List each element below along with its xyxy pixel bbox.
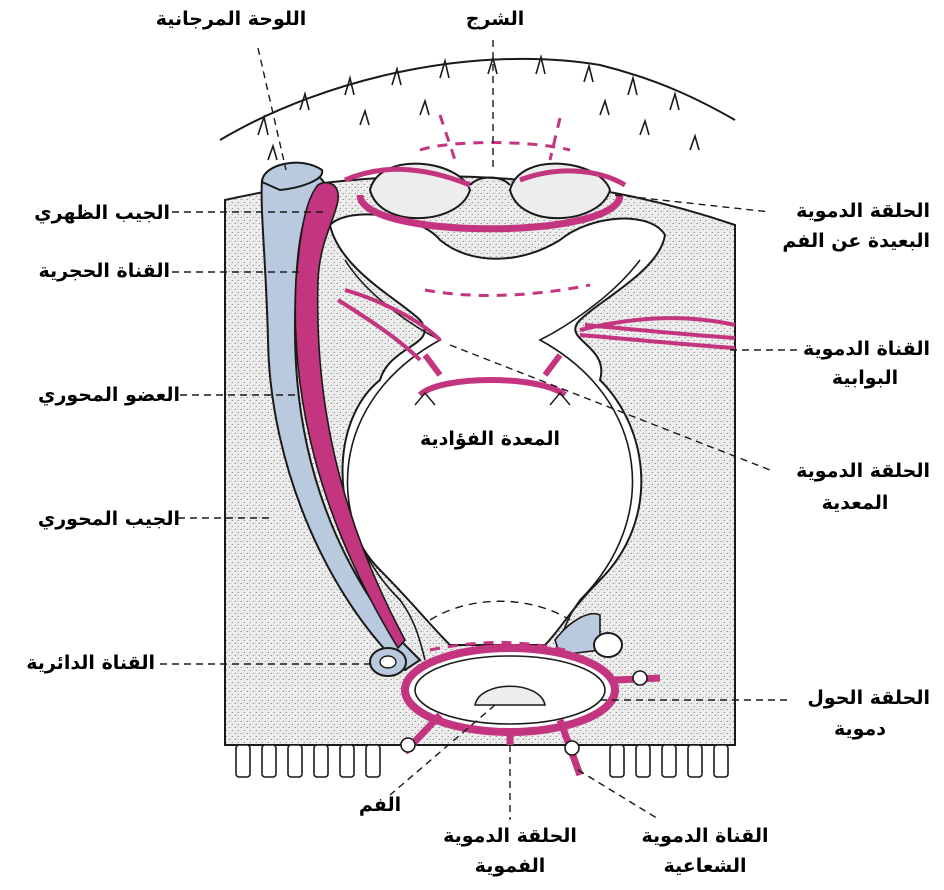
label-aboral-ring-1: الحلقة الدموية: [796, 200, 930, 222]
label-radial-vessel-2: الشعاعية: [663, 855, 747, 877]
label-mouth: الفم: [358, 794, 402, 816]
label-gastric-vessel-1: القناة الدموية: [803, 338, 930, 360]
perioral-hemal-ring: [401, 644, 619, 736]
label-hinge: الشرج: [465, 8, 525, 30]
dashed-vessels: [419, 114, 591, 652]
label-axial-sinus: الجيب المحوري: [37, 508, 180, 530]
label-madreporite: اللوحة المرجانية: [155, 8, 307, 30]
label-perioral-ring-2: دموية: [833, 718, 887, 740]
label-gastric-ring-2: المعدية: [821, 492, 889, 514]
label-perioral-ring-1: الحلقة الحول: [807, 687, 930, 709]
label-axial-organ: العضو المحوري: [38, 384, 180, 406]
aboral-hemal-ring: [344, 162, 627, 233]
label-cardiac-stomach: المعدة الفؤادية: [419, 428, 561, 450]
tube-feet: [235, 744, 729, 778]
axial-organ-magenta: [294, 181, 406, 650]
madreporite-plate: [260, 161, 324, 192]
label-stone-canal: القناة الحجرية: [38, 260, 170, 282]
aboral-surface: [219, 57, 736, 141]
label-oral-ring-1: الحلقة الدموية: [443, 825, 577, 847]
label-gastric-ring-1: الحلقة الدموية: [796, 460, 930, 482]
spines: [257, 53, 700, 161]
label-dorsal-sac: الجيب الظهري: [34, 202, 170, 224]
label-ring-canal: القناة الدائرية: [26, 652, 155, 674]
gastric-hemal-ring: [417, 353, 567, 398]
label-oral-ring-2: الفموية: [474, 855, 546, 877]
label-gastric-vessel-2: البوابية: [831, 367, 899, 389]
cardiac-stomach-cavity: [328, 213, 667, 646]
leader-lines: [160, 40, 800, 821]
label-radial-vessel-1: القناة الدموية: [641, 825, 769, 847]
portal-vessel-bundle: [579, 316, 736, 350]
label-aboral-ring-2: البعيدة عن الفم: [782, 230, 930, 252]
